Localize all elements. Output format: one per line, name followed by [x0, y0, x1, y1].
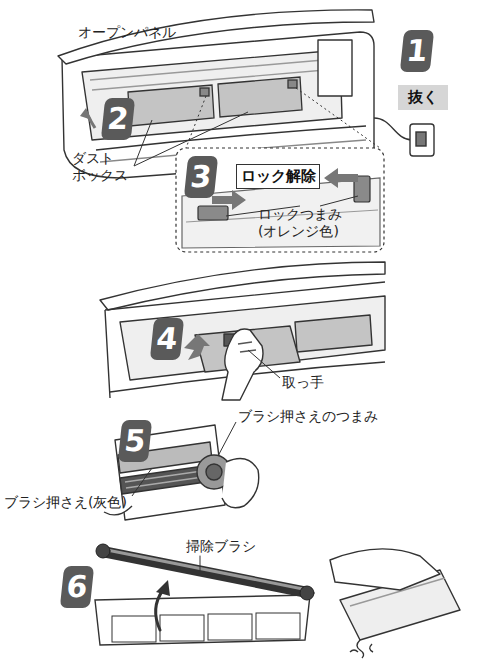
callout-number: 1 [400, 30, 434, 72]
detail-inset [176, 148, 384, 252]
detail-inset [198, 206, 228, 220]
dust-disposal [330, 549, 440, 590]
part-label: 掃除ブラシ [186, 538, 276, 555]
dust-box-brush-holder [132, 468, 152, 496]
air-conditioner-open [96, 126, 366, 150]
part-label: オープンパネル [78, 24, 198, 41]
step-arrow [80, 108, 95, 128]
cleaning-brush [208, 614, 252, 640]
box-text: ロック解除 [241, 167, 316, 186]
cleaning-brush [95, 544, 314, 645]
air-conditioner-pull [248, 350, 280, 378]
detail-inset [176, 148, 384, 252]
cleaning-brush [112, 616, 156, 642]
air-conditioner-pull [222, 329, 263, 400]
part-label: 取っ手 [282, 374, 342, 391]
cleaning-brush [256, 613, 300, 639]
dust-disposal [350, 640, 373, 658]
power-plug [374, 118, 434, 156]
detail-inset [212, 190, 246, 210]
air-conditioner-open [58, 10, 374, 64]
air-conditioner-pull [184, 334, 210, 360]
cleaning-brush [156, 590, 163, 630]
part-label: ダスト ボックス [72, 150, 134, 184]
power-plug [416, 132, 426, 146]
callout-number: 5 [118, 420, 152, 462]
dust-box-brush-holder [222, 458, 259, 507]
dust-box [288, 80, 297, 88]
air-conditioner-open [318, 40, 352, 96]
air-conditioner-pull [238, 342, 256, 352]
air-conditioner-pull [295, 315, 372, 352]
cleaning-brush [300, 586, 314, 600]
detail-inset [324, 168, 358, 188]
dust-box-brush-holder [206, 464, 222, 480]
part-label: ロックつまみ (オレンジ色) [258, 206, 368, 240]
cleaning-brush [95, 595, 310, 645]
air-conditioner-pull [100, 262, 385, 400]
callout-number: 4 [150, 318, 184, 360]
dust-box [128, 85, 214, 126]
cleaning-brush [160, 615, 204, 641]
cleaning-brush [96, 544, 110, 558]
dust-box [218, 77, 302, 117]
step-arrow [86, 113, 95, 128]
callout-number: 3 [184, 156, 218, 198]
air-conditioner-open [82, 50, 342, 140]
dust-box [128, 77, 302, 126]
cleaning-brush [156, 580, 170, 596]
cleaning-brush [200, 556, 201, 572]
part-label: ブラシ押さえのつまみ [238, 408, 408, 425]
part-label: ブラシ押さえ(灰色) [4, 494, 154, 511]
power-plug [410, 124, 434, 156]
callout-number: 2 [101, 98, 135, 140]
release-box: ロック解除 [236, 164, 320, 189]
dust-box-brush-holder [218, 422, 236, 456]
leader-line [186, 88, 380, 148]
box-text: 抜く [408, 88, 438, 107]
callout-number: 6 [60, 566, 94, 608]
action-box: 抜く [398, 85, 448, 110]
cleaning-brush [107, 550, 303, 589]
power-plug [374, 118, 412, 140]
dust-box [200, 88, 209, 96]
cleaning-brush [105, 552, 305, 592]
dust-disposal [330, 549, 460, 658]
